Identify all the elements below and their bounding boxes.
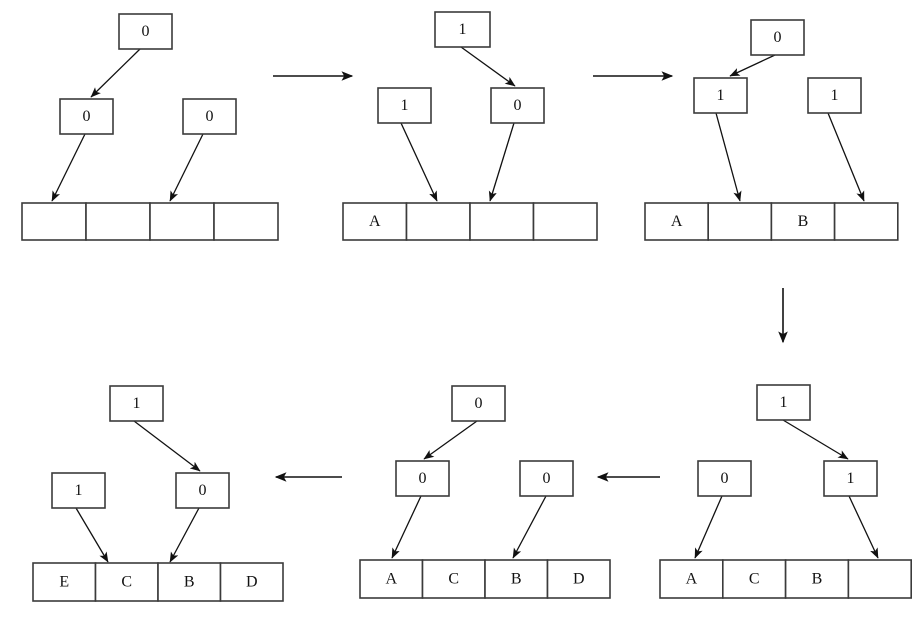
array-cell-label: A <box>369 213 381 230</box>
array-cell-label: A <box>671 213 683 230</box>
array-cell-label: B <box>798 213 809 230</box>
tree-edge-arrow <box>488 122 515 202</box>
tree-node-box[interactable] <box>451 385 506 422</box>
tree-edge-arrow <box>694 495 723 559</box>
array-cell[interactable] <box>833 202 899 241</box>
tree-node-box[interactable] <box>823 460 878 497</box>
tree-node-box[interactable] <box>697 460 752 497</box>
array-cell[interactable] <box>546 559 611 599</box>
tree-node-label: 1 <box>75 482 83 499</box>
array-cell[interactable] <box>149 202 215 241</box>
array-cell[interactable] <box>213 202 279 241</box>
tree-node-label: 1 <box>401 97 409 114</box>
array-cell-label: E <box>59 574 69 591</box>
tree-edge-arrow <box>391 495 422 559</box>
tree-node-label: 0 <box>142 23 150 40</box>
array-cell[interactable] <box>359 559 424 599</box>
array-cell[interactable] <box>847 559 913 599</box>
tree-node-box[interactable] <box>377 87 432 124</box>
tree-node-label: 1 <box>717 87 725 104</box>
tree-node-label: 1 <box>831 87 839 104</box>
tree-node-box[interactable] <box>59 98 114 135</box>
tree-node-box[interactable] <box>395 460 450 497</box>
array-cell[interactable] <box>405 202 471 241</box>
panel-1: 0 0 0 <box>21 13 279 241</box>
tree-node-box[interactable] <box>807 77 862 114</box>
tree-node-label: 0 <box>514 97 522 114</box>
array-cell[interactable] <box>532 202 598 241</box>
tree-edge-arrow <box>51 133 86 202</box>
tree-edge-arrow <box>460 46 516 87</box>
tree-node-box[interactable] <box>490 87 545 124</box>
tree-edge-arrow <box>729 54 776 77</box>
array-cell[interactable] <box>484 559 549 599</box>
tree-edge-arrow <box>715 112 742 202</box>
array-cell[interactable] <box>219 562 284 602</box>
tree-node-label: 0 <box>774 29 782 46</box>
tree-edge-arrow <box>75 507 109 563</box>
tree-node-label: 0 <box>475 395 483 412</box>
tree-node-box[interactable] <box>51 472 106 509</box>
tree-edge-arrow <box>133 420 201 472</box>
tree-node-box[interactable] <box>750 19 805 56</box>
panel-4: A C B 1 0 1 <box>659 384 913 599</box>
array-cell[interactable] <box>770 202 836 241</box>
array-cell-label: C <box>749 571 760 588</box>
array-cell[interactable] <box>644 202 710 241</box>
array-cell[interactable] <box>659 559 724 599</box>
tree-node-label: 0 <box>199 482 207 499</box>
tree-node-label: 0 <box>721 470 729 487</box>
array-cell-label: A <box>686 571 698 588</box>
tree-node-box[interactable] <box>109 385 164 422</box>
tree-node-box[interactable] <box>693 77 748 114</box>
panel-5: A C B D 0 0 0 <box>359 385 611 599</box>
tree-node-label: 0 <box>543 470 551 487</box>
tree-node-box[interactable] <box>434 11 491 48</box>
tree-edge-arrow <box>512 495 547 559</box>
tree-node-box[interactable] <box>519 460 574 497</box>
panel-2: A 1 1 0 <box>342 11 598 241</box>
tree-node-label: 1 <box>847 470 855 487</box>
tree-edge-arrow <box>782 419 849 460</box>
tree-node-label: 1 <box>459 21 467 38</box>
array-cell-label: D <box>573 571 585 588</box>
tree-node-label: 1 <box>133 395 141 412</box>
array-cell[interactable] <box>469 202 535 241</box>
array-cell-label: A <box>385 571 397 588</box>
array-cell-label: D <box>246 574 258 591</box>
array-cell[interactable] <box>21 202 87 241</box>
array-cell-label: C <box>448 571 459 588</box>
array-cell-label: B <box>511 571 522 588</box>
flow-arrows-layer <box>273 71 788 482</box>
tree-edge-arrow <box>848 495 879 559</box>
tree-node-box[interactable] <box>182 98 237 135</box>
tree-node-label: 0 <box>206 108 214 125</box>
tree-edge-arrow <box>90 48 141 98</box>
tree-edge-arrow <box>169 507 200 563</box>
array-cell[interactable] <box>721 559 787 599</box>
panel-6: E C B D 1 1 0 <box>32 385 284 602</box>
tree-edge-arrow <box>169 133 204 202</box>
array-cell[interactable] <box>94 562 159 602</box>
array-cell-label: C <box>121 574 132 591</box>
tree-edge-arrow <box>423 420 478 460</box>
tree-edge-arrow <box>400 122 438 202</box>
array-cell[interactable] <box>421 559 486 599</box>
tree-node-label: 0 <box>419 470 427 487</box>
panel-3: A B 0 1 1 <box>644 19 899 241</box>
tree-node-label: 0 <box>83 108 91 125</box>
tree-node-box[interactable] <box>756 384 811 421</box>
tree-node-box[interactable] <box>175 472 230 509</box>
array-cell[interactable] <box>157 562 222 602</box>
array-cell-label: B <box>184 574 195 591</box>
tree-node-box[interactable] <box>118 13 173 50</box>
tree-edge-arrow <box>827 112 865 202</box>
array-cell[interactable] <box>85 202 151 241</box>
array-cell-label: B <box>812 571 823 588</box>
array-cell[interactable] <box>707 202 773 241</box>
tree-node-label: 1 <box>780 394 788 411</box>
